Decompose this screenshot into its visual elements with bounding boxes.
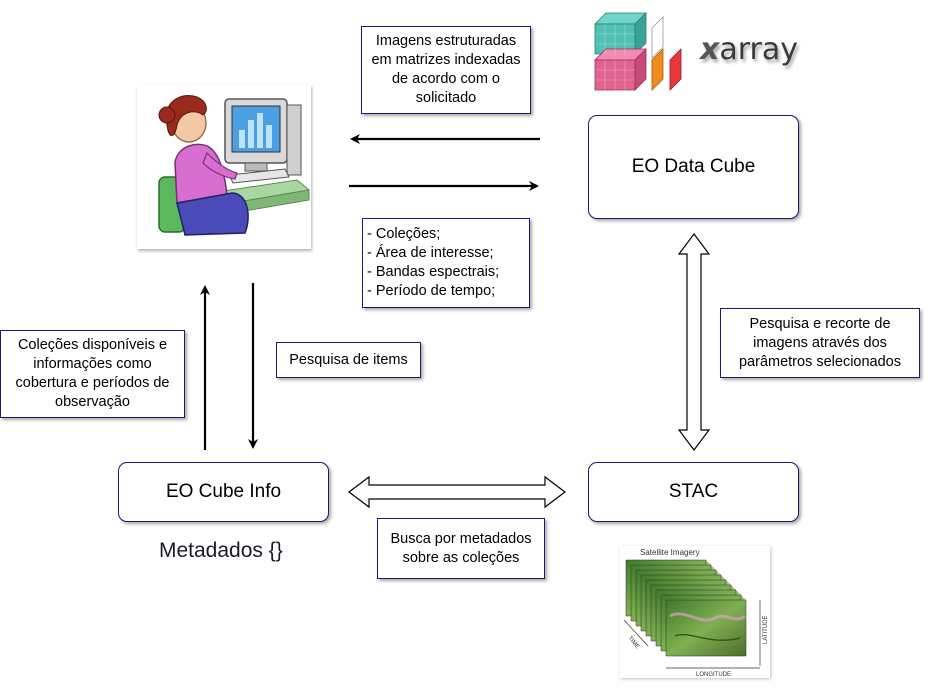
note-search-clip: Pesquisa e recorte de imagens através do… xyxy=(720,308,920,378)
note-images-structured: Imagens estruturadas em matrizes indexad… xyxy=(361,26,531,114)
double-arrow-stac-cube xyxy=(677,233,711,451)
double-arrow-info-stac xyxy=(348,475,566,509)
eo-data-cube-label: EO Data Cube xyxy=(631,156,756,177)
xarray-logo-text: xarray xyxy=(700,32,799,67)
metadados-label: Metadados {} xyxy=(159,539,283,562)
satellite-title: Satellite Imagery xyxy=(640,548,700,557)
eo-data-cube-node: EO Data Cube xyxy=(588,115,799,219)
satellite-imagery-stack: Satellite Imagery LONGITUDE LATITUDE TIM… xyxy=(620,546,770,678)
note-search-items: Pesquisa de items xyxy=(276,342,421,378)
note-collections-available: Coleções disponíveis e informações como … xyxy=(0,330,185,418)
axis-longitude: LONGITUDE xyxy=(696,672,731,678)
stac-label: STAC xyxy=(668,481,719,502)
note-request-params: - Coleções; - Área de interesse; - Banda… xyxy=(362,218,530,308)
note-metadata-search: Busca por metadados sobre as coleções xyxy=(377,518,545,579)
eo-cube-info-node: EO Cube Info xyxy=(118,462,329,522)
xarray-logo: xarray xyxy=(590,8,800,98)
user-at-computer-icon xyxy=(137,85,311,249)
axis-time: TIME xyxy=(626,635,640,650)
eo-cube-info-label: EO Cube Info xyxy=(165,481,282,502)
stac-node: STAC xyxy=(588,462,799,522)
axis-latitude: LATITUDE xyxy=(763,615,769,644)
